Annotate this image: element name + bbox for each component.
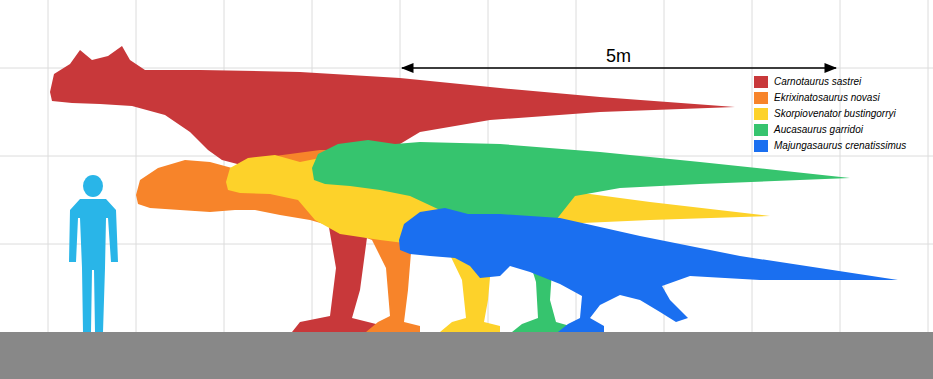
scale-arrow xyxy=(402,67,836,69)
legend-text: Skorpiovenator bustingorryi xyxy=(774,108,896,119)
legend-swatch xyxy=(754,92,768,104)
legend-row: Majungasaurus crenatissimus xyxy=(754,138,906,153)
legend-swatch xyxy=(754,76,768,88)
majungasaurus-silhouette xyxy=(399,208,898,332)
legend-row: Aucasaurus garridoi xyxy=(754,122,906,137)
human-silhouette xyxy=(69,175,118,332)
legend-text: Aucasaurus garridoi xyxy=(774,124,863,135)
legend: Carnotaurus sastreiEkrixinatosaurus nova… xyxy=(754,74,906,154)
legend-row: Skorpiovenator bustingorryi xyxy=(754,106,906,121)
legend-swatch xyxy=(754,140,768,152)
legend-swatch xyxy=(754,124,768,136)
legend-swatch xyxy=(754,108,768,120)
ground xyxy=(0,332,933,379)
scale-label: 5m xyxy=(606,46,631,67)
legend-text: Carnotaurus sastrei xyxy=(774,76,861,87)
legend-row: Carnotaurus sastrei xyxy=(754,74,906,89)
grid-lines xyxy=(0,0,933,332)
legend-text: Majungasaurus crenatissimus xyxy=(774,140,906,151)
legend-text: Ekrixinatosaurus novasi xyxy=(774,92,880,103)
legend-row: Ekrixinatosaurus novasi xyxy=(754,90,906,105)
